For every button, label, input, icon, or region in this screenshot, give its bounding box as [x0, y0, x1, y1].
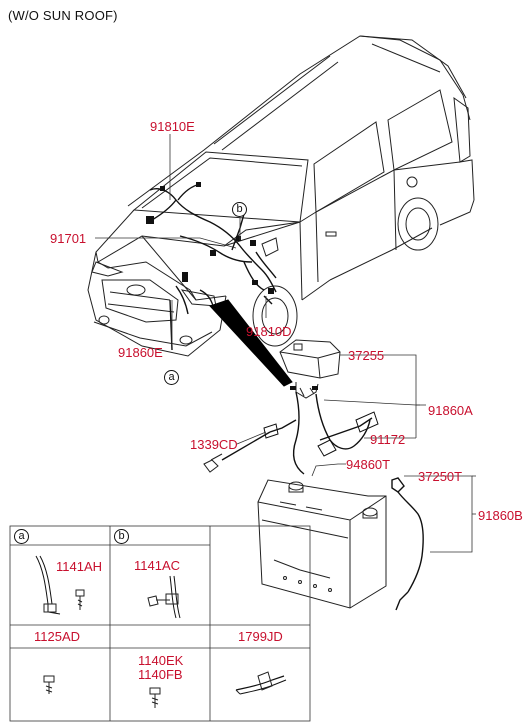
clip-icon — [235, 671, 287, 695]
part-label-1141AC[interactable]: 1141AC — [134, 558, 181, 573]
table-key-b: b — [114, 529, 129, 544]
table-cell-b-drawing — [147, 575, 181, 619]
bolt-icon — [203, 453, 223, 473]
parts-table — [9, 525, 311, 722]
battery-drawing — [257, 479, 387, 609]
callout-b[interactable]: b — [232, 202, 247, 217]
part-label-91860A[interactable]: 91860A — [428, 403, 473, 418]
part-label-91860E[interactable]: 91860E — [118, 345, 163, 360]
table-cell-a-drawing — [35, 555, 85, 615]
part-label-1125AD[interactable]: 1125AD — [34, 629, 81, 644]
part-label-1140EK[interactable]: 1140EK — [138, 653, 184, 668]
part-label-1140FB[interactable]: 1140FB — [138, 667, 183, 682]
van-body-drawing — [87, 35, 475, 357]
part-label-94860T[interactable]: 94860T — [346, 457, 391, 472]
pointer-arrow — [209, 299, 293, 387]
page-title: (W/O SUN ROOF) — [8, 8, 118, 23]
bolt-icon — [149, 687, 161, 708]
part-label-91701[interactable]: 91701 — [50, 231, 87, 246]
callout-a[interactable]: a — [164, 370, 179, 385]
part-label-91860B[interactable]: 91860B — [478, 508, 523, 523]
part-label-1141AH[interactable]: 1141AH — [56, 559, 103, 574]
table-key-a: a — [14, 529, 29, 544]
terminal-box-drawing — [279, 339, 341, 399]
part-label-91172[interactable]: 91172 — [370, 432, 406, 447]
part-label-91810D[interactable]: 91810D — [246, 324, 292, 339]
part-label-1339CD[interactable]: 1339CD — [190, 437, 238, 452]
part-label-91810E[interactable]: 91810E — [150, 119, 195, 134]
part-label-1799JD[interactable]: 1799JD — [238, 629, 283, 644]
part-label-37255[interactable]: 37255 — [348, 348, 385, 363]
bolt-icon — [43, 675, 55, 694]
part-label-37250T[interactable]: 37250T — [418, 469, 463, 484]
